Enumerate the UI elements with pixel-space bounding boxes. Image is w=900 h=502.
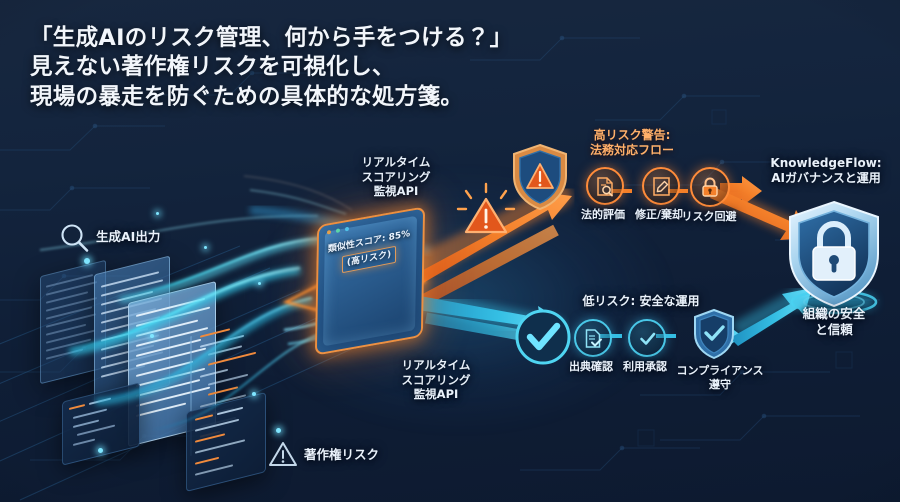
check-circle-icon <box>515 309 571 365</box>
api-label-top-line-1: リアルタイム <box>361 155 431 169</box>
step-label-legal-review: 法的評価 <box>581 208 625 221</box>
particle <box>84 258 90 264</box>
warning-triangle-icon <box>269 442 297 466</box>
api-label-top-line-2: スコアリング <box>361 169 431 184</box>
lock-icon <box>690 167 730 207</box>
outcome-line-2: と信頼 <box>815 322 853 337</box>
check-circle-icon <box>628 319 666 357</box>
shield-lock-icon <box>789 200 879 315</box>
page-title: 「生成AIのリスク管理、何から手をつける？」 見えない著作権リスクを可視化し、 … <box>30 24 710 112</box>
headline-line-1: 「生成AIのリスク管理、何から手をつける？」 <box>30 25 513 51</box>
document-search-icon <box>586 167 624 205</box>
outcome-label: 組織の安全 と信頼 <box>772 306 896 338</box>
api-label-bottom-line-1: リアルタイム <box>401 358 471 372</box>
particle <box>252 392 256 396</box>
compliance-line-1: コンプライアンス <box>676 364 764 377</box>
knowledgeflow-title: KnowledgeFlow: AIガバナンスと運用 <box>752 156 900 187</box>
particle <box>150 334 154 338</box>
compliance-line-2: 遵守 <box>709 378 731 392</box>
source-label: 生成AI出力 <box>96 229 161 244</box>
low-risk-title: 低リスク: 安全な運用 <box>582 294 700 308</box>
magnifier-icon <box>61 224 89 252</box>
warning-triangle-icon <box>456 182 516 234</box>
api-label-bottom: リアルタイム スコアリング 監視API <box>378 358 494 402</box>
api-label-top-line-3: 監視API <box>373 184 419 199</box>
outcome-line-1: 組織の安全 <box>802 306 866 321</box>
step-label-risk-avoidance: リスク回避 <box>681 210 737 223</box>
headline-line-2: 見えない著作権リスクを可視化し、 <box>30 54 395 81</box>
particle <box>156 212 159 215</box>
copyright-risk-label: 著作権リスク <box>304 447 380 462</box>
particle <box>98 448 103 453</box>
shield-check-icon <box>694 308 734 360</box>
edit-document-icon <box>642 167 680 205</box>
step-label-compliance: コンプライアンス 遵守 <box>672 364 768 392</box>
particle <box>258 282 261 285</box>
high-risk-title: 高リスク警告: 法務対応フロー <box>556 128 708 159</box>
api-label-top: リアルタイム スコアリング 監視API <box>338 155 454 199</box>
knowledgeflow-title-line-2: AIガバナンスと運用 <box>771 171 881 186</box>
headline-line-3: 現場の暴走を防ぐための具体的な処方箋。 <box>30 83 464 110</box>
api-label-bottom-line-3: 監視API <box>413 387 459 402</box>
document-check-icon <box>574 319 612 357</box>
high-risk-title-line-1: 高リスク警告: <box>593 128 671 142</box>
high-risk-title-line-2: 法務対応フロー <box>589 143 674 158</box>
particle <box>204 246 207 249</box>
knowledgeflow-title-line-1: KnowledgeFlow: <box>770 156 882 170</box>
api-label-bottom-line-2: スコアリング <box>401 372 471 387</box>
step-label-source-check: 出典確認 <box>569 360 613 373</box>
particle <box>276 428 281 433</box>
step-label-usage-approval: 利用承認 <box>623 360 667 373</box>
